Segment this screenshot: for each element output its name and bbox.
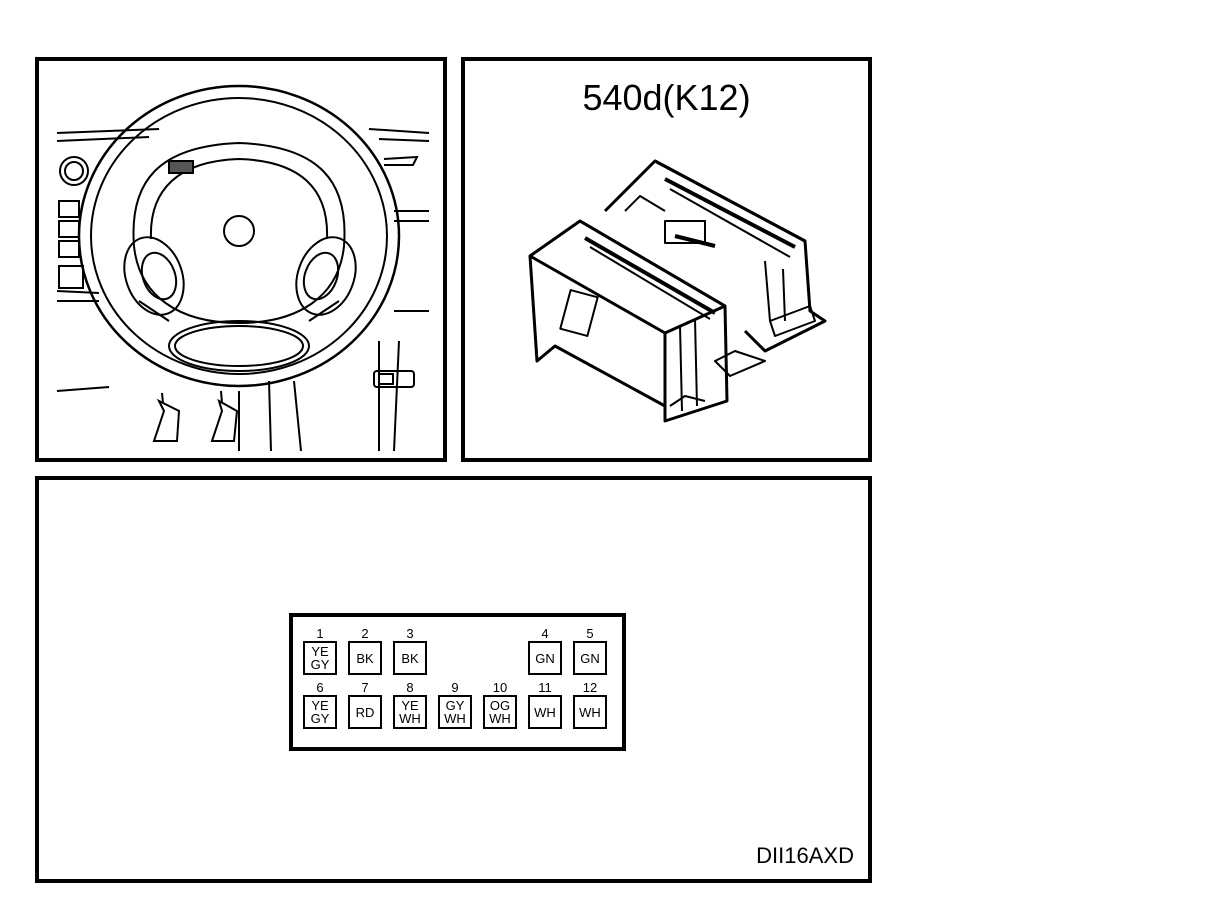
- pin-3: 3 BK: [393, 627, 427, 675]
- wire-color: BK: [348, 641, 382, 675]
- wire-color: YE WH: [393, 695, 427, 729]
- pin-number: 11: [538, 680, 552, 695]
- wire-color: WH: [573, 695, 607, 729]
- steering-wheel-illustration: [56, 84, 430, 452]
- pinout-panel: 1 YE GY 2 BK 3 BK 4 GN 5: [35, 476, 872, 883]
- pin-number: 9: [451, 680, 459, 695]
- pin-number: 1: [316, 626, 324, 641]
- pin-number: 10: [492, 680, 508, 695]
- pin-number: 6: [316, 680, 324, 695]
- location-view-panel: [35, 57, 447, 462]
- pin-number: 3: [406, 626, 414, 641]
- wire-color: YE GY: [303, 695, 337, 729]
- pin-4: 4 GN: [528, 627, 562, 675]
- pin-number: 2: [361, 626, 369, 641]
- pin-7: 7 RD: [348, 681, 382, 729]
- connector-view-panel: 540d(K12): [461, 57, 872, 462]
- pin-1: 1 YE GY: [303, 627, 337, 675]
- pin-12: 12 WH: [573, 681, 607, 729]
- pin-9: 9 GY WH: [438, 681, 472, 729]
- wire-color: GN: [528, 641, 562, 675]
- wire-color: GN: [573, 641, 607, 675]
- pin-number: 12: [582, 680, 598, 695]
- pin-6: 6 YE GY: [303, 681, 337, 729]
- wire-color: BK: [393, 641, 427, 675]
- pin-5: 5 GN: [573, 627, 607, 675]
- connector-face: 1 YE GY 2 BK 3 BK 4 GN 5: [289, 613, 626, 751]
- pin-2: 2 BK: [348, 627, 382, 675]
- wire-color: OG WH: [483, 695, 517, 729]
- pin-11: 11 WH: [528, 681, 562, 729]
- wire-color: GY WH: [438, 695, 472, 729]
- wire-color: YE GY: [303, 641, 337, 675]
- diagram-code: DII16AXD: [756, 843, 854, 868]
- pin-10: 10 OG WH: [483, 681, 517, 729]
- pin-number: 8: [406, 680, 414, 695]
- pin-number: 4: [541, 626, 549, 641]
- wire-color: RD: [348, 695, 382, 729]
- connector-title: 540d(K12): [582, 77, 751, 118]
- connector-illustration: [528, 159, 827, 423]
- wire-color: WH: [528, 695, 562, 729]
- pin-8: 8 YE WH: [393, 681, 427, 729]
- pin-number: 5: [586, 626, 594, 641]
- pin-number: 7: [361, 680, 369, 695]
